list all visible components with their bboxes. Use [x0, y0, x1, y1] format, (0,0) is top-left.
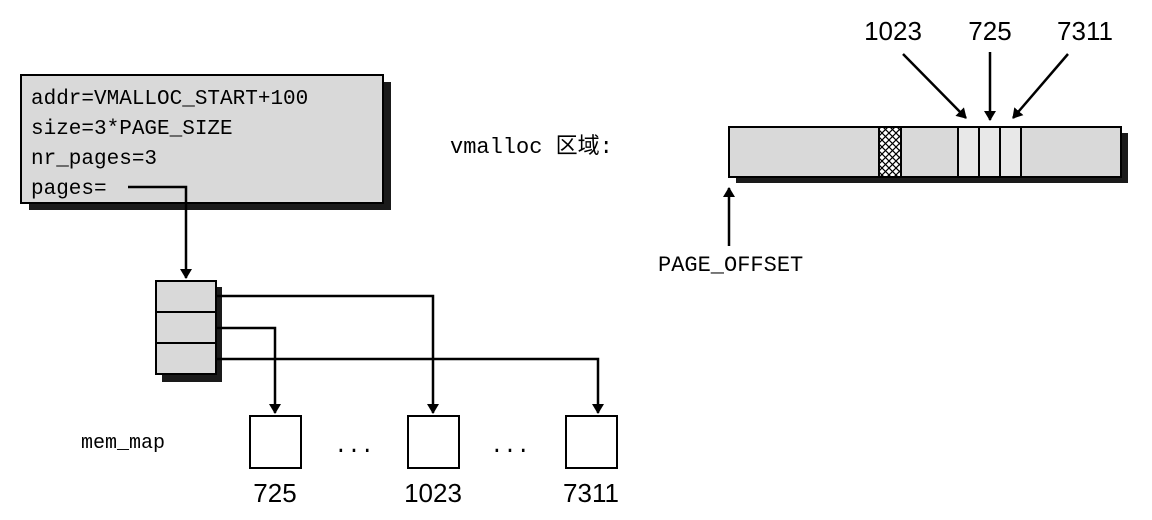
vm-struct-nr-pages: nr_pages=3 [31, 148, 157, 171]
pages-pointer-arrow [128, 185, 192, 279]
pages-array [155, 280, 222, 382]
region-page-label: 725 [968, 16, 1011, 46]
vm-struct-box: addr=VMALLOC_START+100 size=3*PAGE_SIZE … [20, 74, 391, 210]
mem-map-page-box [407, 415, 460, 469]
vm-struct-addr: addr=VMALLOC_START+100 [31, 88, 308, 111]
region-page-slot [999, 126, 1022, 178]
region-arrow-1023 [902, 53, 967, 119]
pages-array-slot [155, 342, 217, 375]
region-page-label: 1023 [864, 16, 922, 46]
vm-struct-size: size=3*PAGE_SIZE [31, 118, 233, 141]
mem-map-page-number: 725 [253, 478, 296, 508]
mem-map-page-number: 1023 [404, 478, 462, 508]
vmalloc-region-body [728, 126, 1122, 178]
mem-map-page-box [249, 415, 302, 469]
slot-arrow-1023 [216, 294, 439, 414]
vm-struct-body [20, 74, 384, 204]
vm-struct-pages: pages= [31, 178, 107, 201]
pages-array-slot [155, 280, 217, 313]
region-arrow-7311 [1012, 53, 1069, 119]
vmalloc-region-bar [728, 126, 1128, 183]
mem-map-label: mem_map [81, 432, 165, 455]
region-page-slot [957, 126, 980, 178]
allocated-area-hatch [878, 126, 902, 178]
pages-array-slot [155, 311, 217, 344]
region-page-label: 7311 [1057, 16, 1113, 46]
mem-map-ellipsis: ... [334, 434, 374, 459]
slot-arrow-7311 [216, 357, 604, 414]
mem-map-page-number: 7311 [563, 478, 619, 508]
mem-map-page-box [565, 415, 618, 469]
region-page-slot [978, 126, 1001, 178]
vmalloc-region-label: vmalloc 区域: [450, 134, 613, 160]
mem-map-ellipsis: ... [490, 434, 530, 459]
page-offset-label: PAGE_OFFSET [658, 253, 803, 278]
slot-arrow-725 [216, 326, 281, 414]
